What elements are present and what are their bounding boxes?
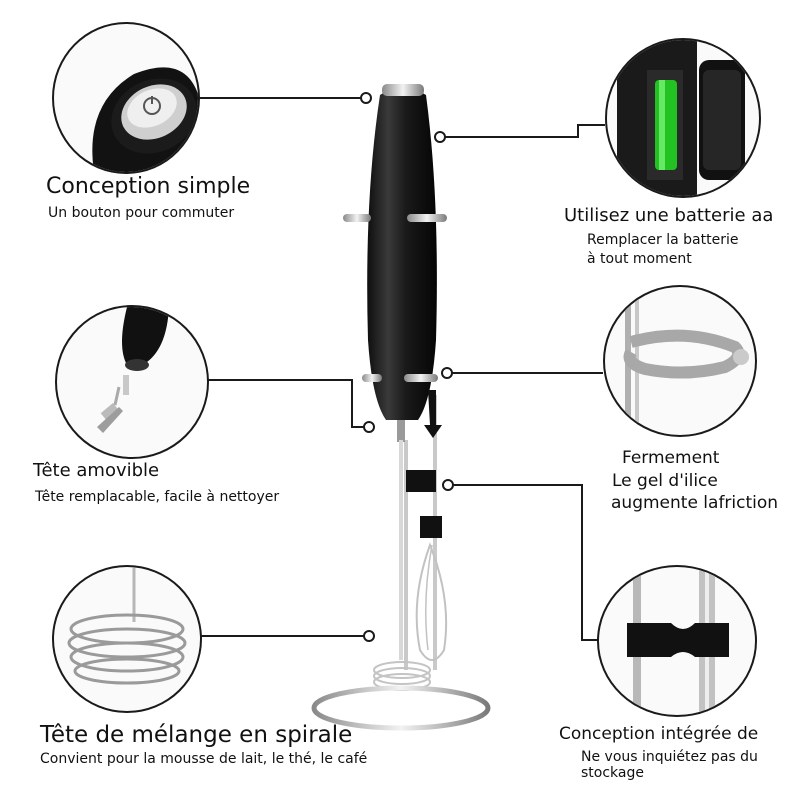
spiral-detail-circle bbox=[52, 565, 202, 713]
power-button-icon bbox=[92, 67, 198, 172]
button-feature-subtitle: Un bouton pour commuter bbox=[48, 205, 235, 221]
removable-head-icon bbox=[97, 307, 169, 433]
head-detail-circle bbox=[55, 305, 209, 459]
battery-feature-subtitle-line2: à tout moment bbox=[587, 251, 692, 267]
spiral-whisk-icon bbox=[67, 567, 187, 685]
stand-holder-icon bbox=[627, 567, 729, 715]
clasp-detail-circle bbox=[603, 285, 757, 437]
head-feature-subtitle: Tête remplacable, facile à nettoyer bbox=[35, 489, 280, 505]
clasp-line1: Fermement bbox=[622, 448, 720, 468]
battery-feature-title: Utilisez une batterie aa bbox=[564, 205, 774, 226]
button-detail-circle bbox=[52, 22, 200, 174]
spiral-feature-subtitle: Convient pour la mousse de lait, le thé,… bbox=[40, 751, 368, 767]
head-feature-title: Tête amovible bbox=[33, 460, 160, 481]
ring-clasp-icon bbox=[623, 287, 749, 435]
spiral-feature-title: Tête de mélange en spirale bbox=[40, 722, 353, 748]
storage-feature-subtitle-line2: stockage bbox=[581, 765, 644, 781]
battery-detail-circle bbox=[605, 38, 761, 198]
clasp-line2: Le gel d'ilice bbox=[612, 471, 718, 491]
battery-feature-subtitle-line1: Remplacer la batterie bbox=[587, 232, 739, 248]
storage-detail-circle bbox=[597, 565, 757, 717]
button-feature-title: Conception simple bbox=[46, 174, 251, 199]
storage-feature-title: Conception intégrée de bbox=[559, 724, 759, 744]
battery-icon bbox=[617, 40, 745, 196]
storage-feature-subtitle-line1: Ne vous inquiétez pas du bbox=[581, 749, 758, 765]
clasp-line3: augmente lafriction bbox=[611, 493, 779, 513]
